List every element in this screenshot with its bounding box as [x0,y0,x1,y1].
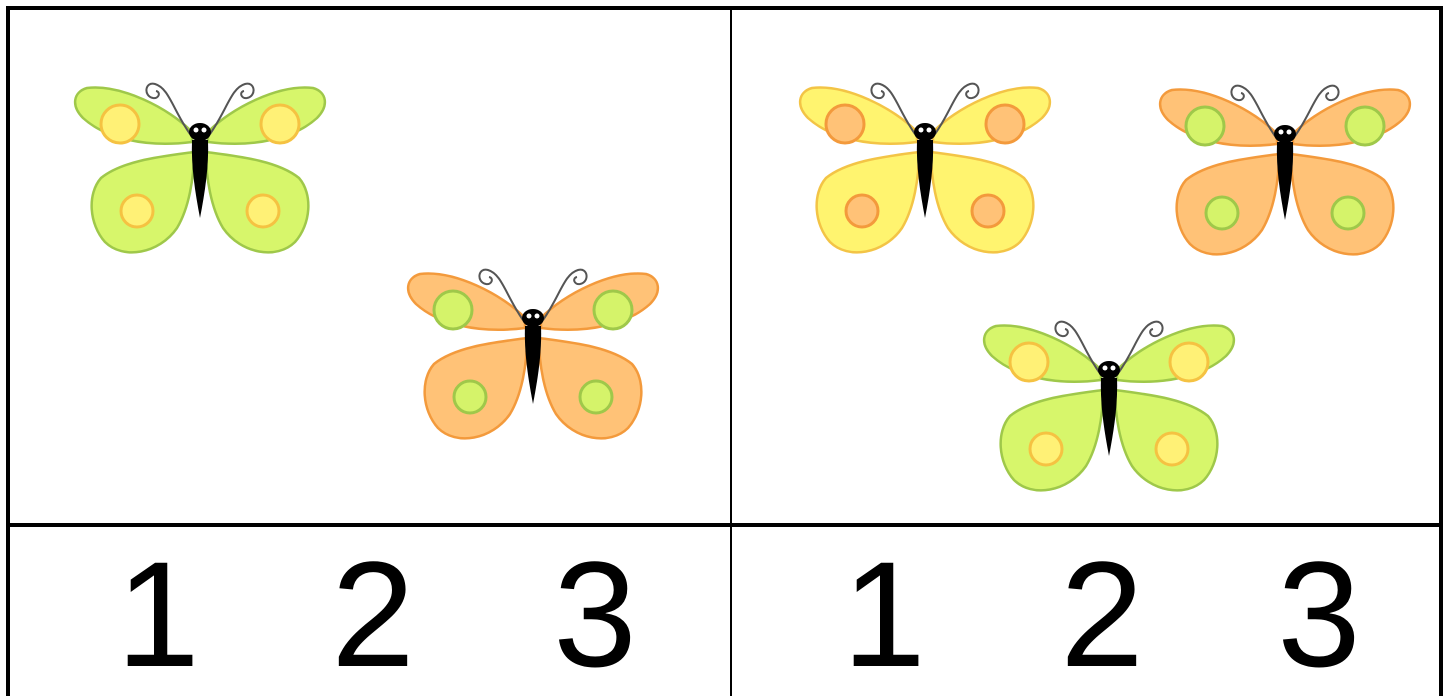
butterfly-icon [983,320,1235,492]
butterfly-picture-area [10,10,730,523]
counting-worksheet: 1 2 3 [6,6,1443,696]
butterfly-icon [74,82,326,254]
butterfly-icon [799,82,1051,254]
number-choice-1[interactable]: 1 [842,530,926,698]
counting-card-left: 1 2 3 [10,10,730,696]
number-choice-1[interactable]: 1 [116,530,200,698]
counting-card-right: 1 2 3 [732,10,1439,696]
number-choice-row: 1 2 3 [10,527,730,700]
butterfly-picture-area [732,10,1439,523]
answer-row-divider [10,523,1439,527]
number-choice-row: 1 2 3 [732,527,1439,700]
butterfly-icon [407,268,659,440]
butterfly-icon [1159,84,1411,256]
number-choice-2[interactable]: 2 [331,530,415,698]
card-divider [730,10,732,696]
number-choice-3[interactable]: 3 [553,530,637,698]
number-choice-2[interactable]: 2 [1060,530,1144,698]
number-choice-3[interactable]: 3 [1277,530,1361,698]
